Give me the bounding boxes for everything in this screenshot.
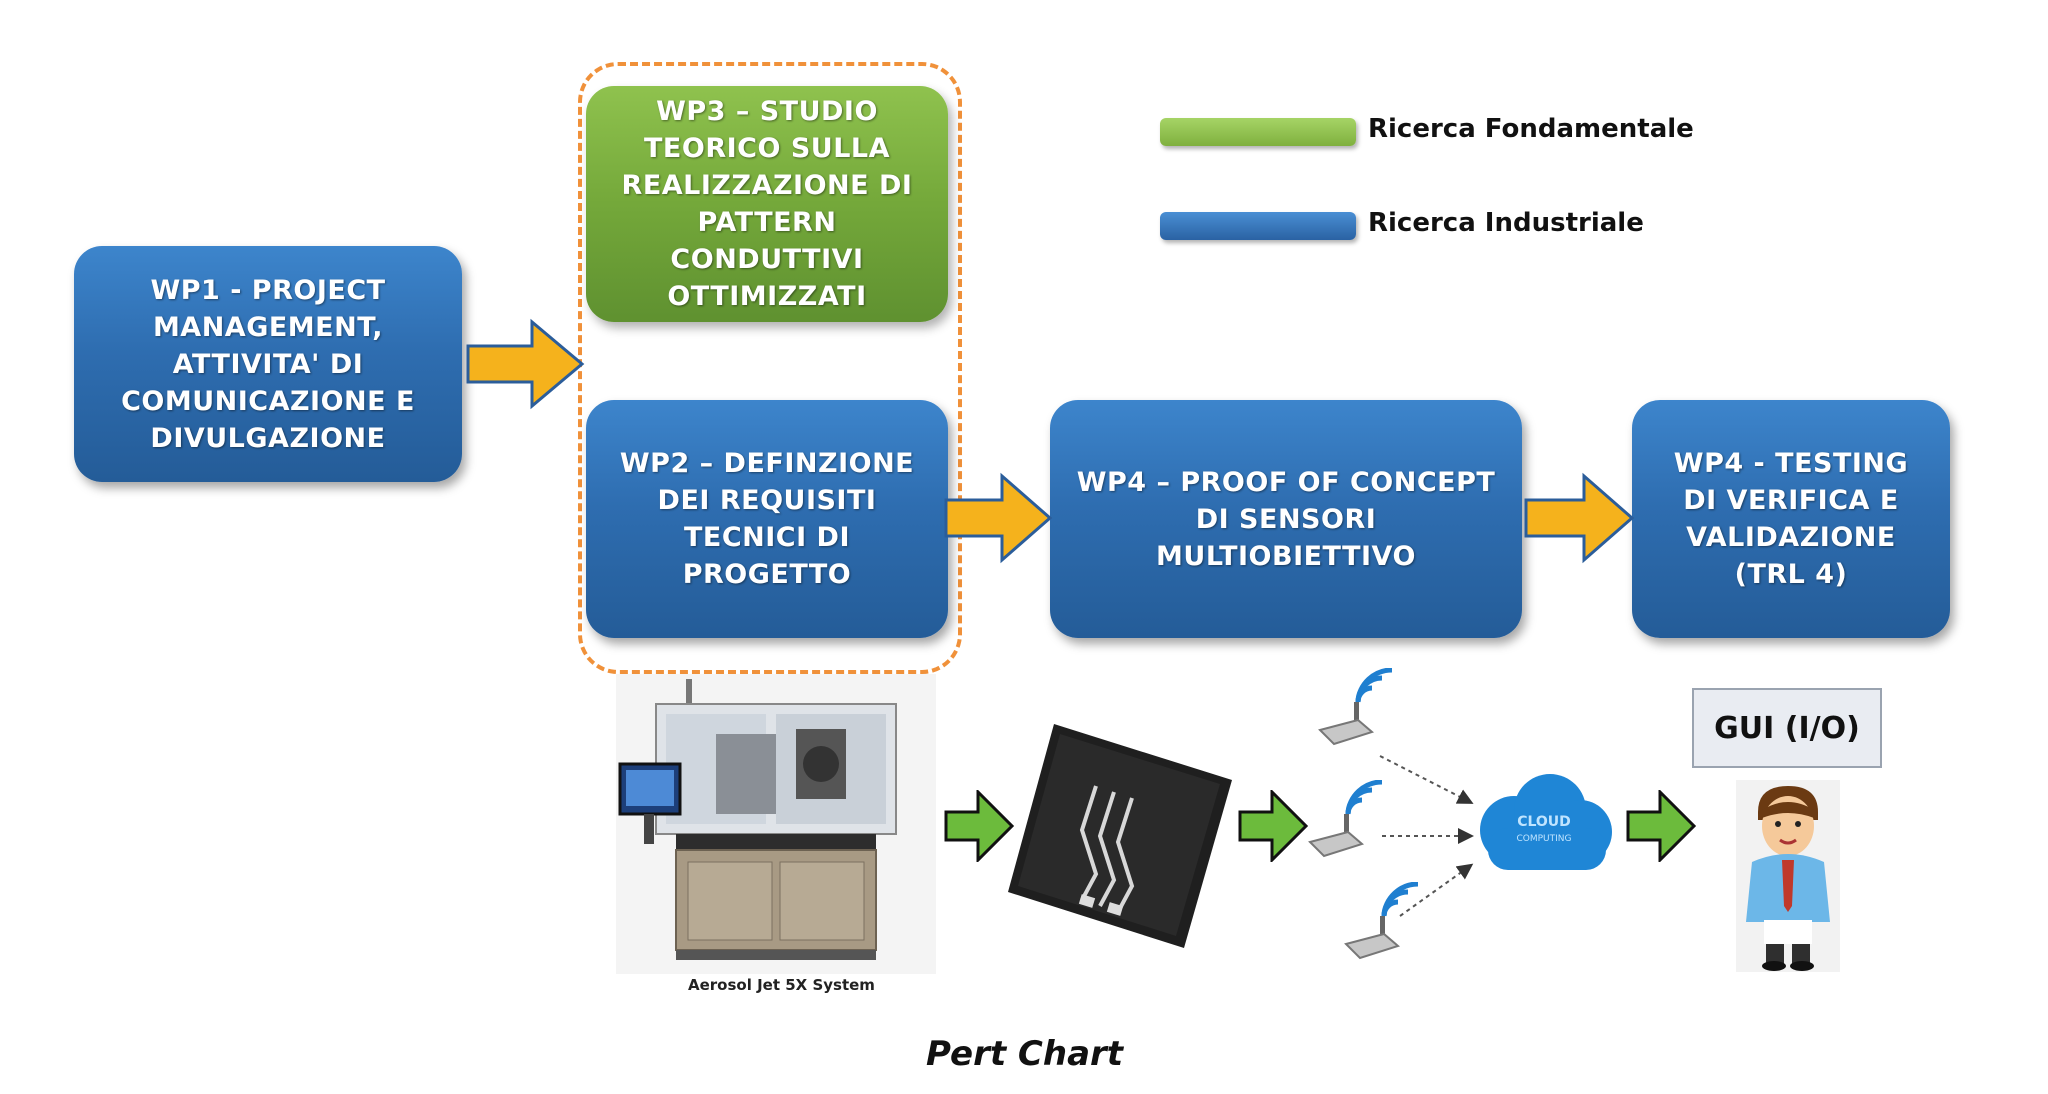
cloud-computing-icon: CLOUD COMPUTING bbox=[1468, 770, 1620, 882]
arrow-wp4-proof-to-testing bbox=[1524, 472, 1635, 564]
wireless-node-bottom-icon bbox=[1344, 882, 1419, 960]
wp2-label: WP2 – DEFINZIONE DEI REQUISITI TECNICI D… bbox=[619, 448, 915, 590]
gui-label: GUI (I/O) bbox=[1714, 710, 1860, 746]
green-arrow-printer-to-sensor bbox=[944, 790, 1015, 862]
wp4-proof-box: WP4 – PROOF OF CONCEPT DI SENSORI MULTIO… bbox=[1050, 400, 1522, 638]
user-avatar-icon bbox=[1736, 780, 1840, 972]
green-arrow-sensor-to-network bbox=[1238, 790, 1309, 862]
green-arrow-cloud-to-gui bbox=[1626, 790, 1697, 862]
wp2-wp3-group-border bbox=[578, 62, 962, 674]
network-connections bbox=[1379, 755, 1474, 917]
legend-label-fondamentale: Ricerca Fondamentale bbox=[1368, 114, 1694, 144]
printed-sensor-image bbox=[1008, 724, 1232, 948]
wp1-label: WP1 - PROJECT MANAGEMENT, ATTIVITA' DI C… bbox=[121, 274, 415, 454]
legend-swatch-fondamentale bbox=[1160, 118, 1356, 146]
gui-label-box: GUI (I/O) bbox=[1692, 688, 1882, 768]
wp4-testing-box: WP4 - TESTING DI VERIFICA E VALIDAZIONE … bbox=[1632, 400, 1950, 638]
legend-label-industriale: Ricerca Industriale bbox=[1368, 208, 1644, 238]
wp3-box: WP3 – STUDIO TEORICO SULLA REALIZZAZIONE… bbox=[586, 86, 948, 322]
printer-caption: Aerosol Jet 5X System bbox=[688, 976, 875, 994]
wp2-box: WP2 – DEFINZIONE DEI REQUISITI TECNICI D… bbox=[586, 400, 948, 638]
wp1-box: WP1 - PROJECT MANAGEMENT, ATTIVITA' DI C… bbox=[74, 246, 462, 482]
wp4-proof-label: WP4 – PROOF OF CONCEPT DI SENSORI MULTIO… bbox=[1076, 466, 1496, 572]
arrow-wp2-to-wp4-proof bbox=[944, 472, 1053, 564]
wp3-label: WP3 – STUDIO TEORICO SULLA REALIZZAZIONE… bbox=[621, 96, 913, 312]
cloud-title: CLOUD bbox=[1517, 814, 1571, 830]
arrow-wp1-to-group bbox=[466, 318, 585, 410]
cloud-subtitle: COMPUTING bbox=[1516, 834, 1572, 844]
wireless-node-top-icon bbox=[1318, 668, 1393, 746]
figure-caption: Pert Chart bbox=[926, 1034, 1124, 1074]
legend-swatch-industriale bbox=[1160, 212, 1356, 240]
wp4-testing-label: WP4 - TESTING DI VERIFICA E VALIDAZIONE … bbox=[1673, 448, 1909, 590]
aerosol-jet-printer-image bbox=[616, 674, 936, 974]
wireless-node-middle-icon bbox=[1308, 780, 1383, 858]
